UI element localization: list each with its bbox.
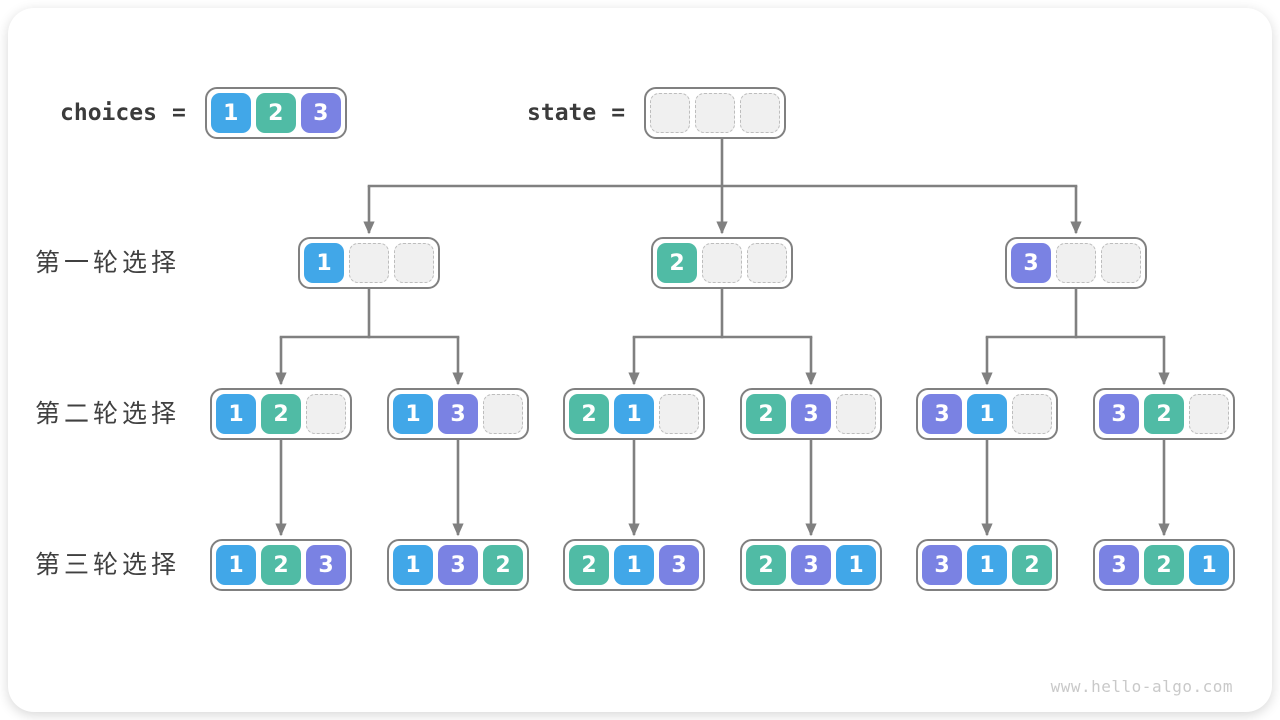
cell-value-1: 1: [393, 545, 433, 585]
row-label-round-2: 第二轮选择: [35, 400, 181, 428]
empty-cell: [1189, 394, 1229, 434]
cell-value-2: 2: [569, 545, 609, 585]
cell-value-3: 3: [791, 545, 831, 585]
cell-value-3: 3: [306, 545, 346, 585]
cell-value-1: 1: [614, 545, 654, 585]
empty-cell: [659, 394, 699, 434]
empty-cell: [702, 243, 742, 283]
choices-label: choices: [60, 100, 157, 126]
empty-cell: [306, 394, 346, 434]
empty-cell: [1012, 394, 1052, 434]
empty-cell: [695, 93, 736, 133]
row-label-round-1: 第一轮选择: [35, 249, 181, 277]
tree-node-r1-2: 2: [651, 237, 793, 289]
empty-cell: [1101, 243, 1141, 283]
cell-value-1: 1: [967, 545, 1007, 585]
cell-value-1: 1: [216, 394, 256, 434]
cell-value-3: 3: [922, 394, 962, 434]
row-label-round-3: 第三轮选择: [35, 551, 181, 579]
empty-cell: [349, 243, 389, 283]
tree-node-r1-1: 1: [298, 237, 440, 289]
cell-value-3: 3: [922, 545, 962, 585]
cell-value-2: 2: [1144, 545, 1184, 585]
cell-value-2: 2: [746, 394, 786, 434]
cell-value-3: 3: [300, 93, 341, 133]
empty-cell: [1056, 243, 1096, 283]
cell-value-2: 2: [1144, 394, 1184, 434]
cell-value-2: 2: [746, 545, 786, 585]
empty-cell: [747, 243, 787, 283]
state-array: [644, 87, 787, 139]
empty-cell: [650, 93, 691, 133]
empty-cell: [740, 93, 781, 133]
cell-value-3: 3: [1011, 243, 1051, 283]
cell-value-2: 2: [255, 93, 296, 133]
cell-value-1: 1: [614, 394, 654, 434]
cell-value-3: 3: [438, 545, 478, 585]
cell-value-1: 1: [967, 394, 1007, 434]
empty-cell: [483, 394, 523, 434]
cell-value-3: 3: [791, 394, 831, 434]
watermark: www.hello-algo.com: [1050, 677, 1233, 696]
empty-cell: [394, 243, 434, 283]
state-label: state: [527, 100, 597, 126]
empty-cell: [836, 394, 876, 434]
choices-equals-sign: =: [171, 100, 186, 126]
cell-value-1: 1: [304, 243, 344, 283]
cell-value-3: 3: [659, 545, 699, 585]
cell-value-2: 2: [569, 394, 609, 434]
cell-value-2: 2: [483, 545, 523, 585]
cell-value-1: 1: [216, 545, 256, 585]
cell-value-1: 1: [836, 545, 876, 585]
cell-value-3: 3: [1099, 545, 1139, 585]
cell-value-3: 3: [438, 394, 478, 434]
cell-value-3: 3: [1099, 394, 1139, 434]
cell-value-2: 2: [1012, 545, 1052, 585]
tree-node-r1-3: 3: [1005, 237, 1147, 289]
cell-value-1: 1: [1189, 545, 1229, 585]
state-equals-sign: =: [611, 100, 626, 126]
cell-value-2: 2: [261, 545, 301, 585]
cell-value-2: 2: [261, 394, 301, 434]
cell-value-1: 1: [210, 93, 251, 133]
state-legend: state =: [527, 87, 787, 139]
cell-value-1: 1: [393, 394, 433, 434]
cell-value-2: 2: [657, 243, 697, 283]
